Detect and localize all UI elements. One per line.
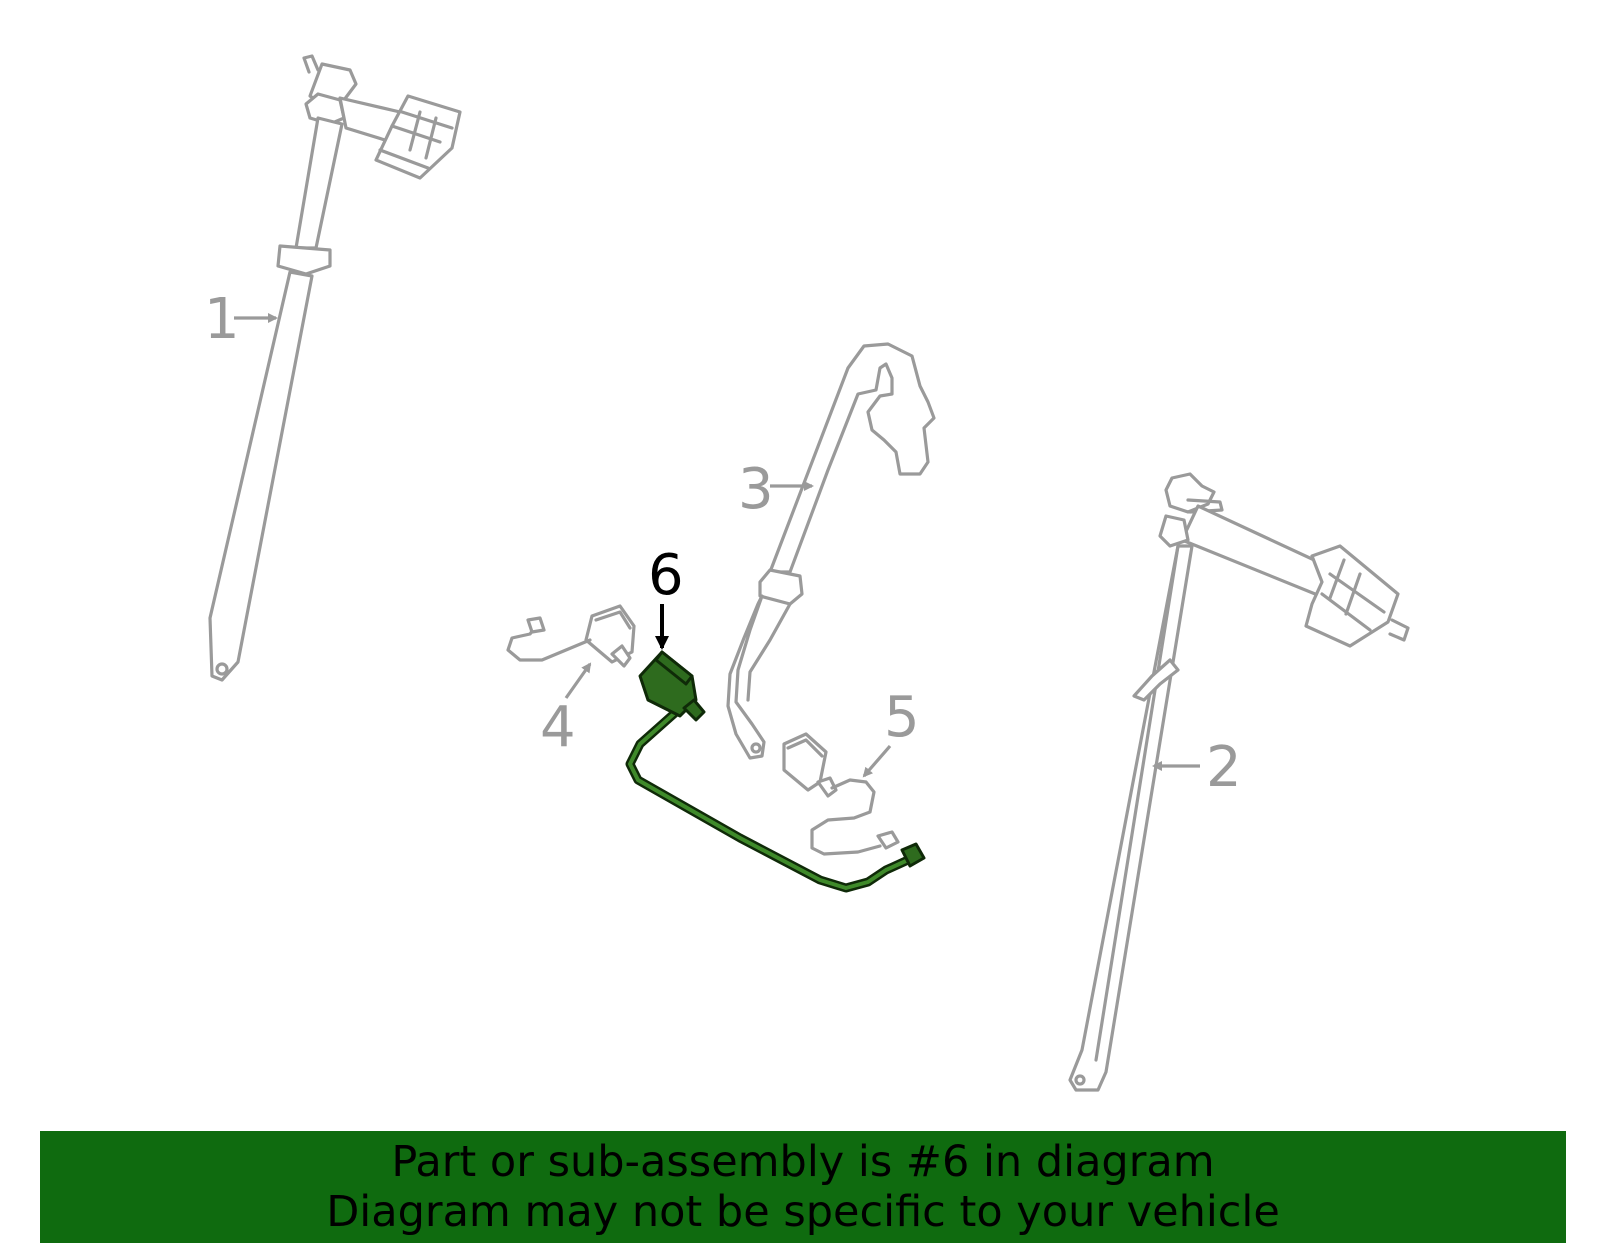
- callout-3-label: 3: [738, 457, 774, 522]
- callout-4-arrow: [564, 662, 592, 699]
- callout-1: 1: [204, 287, 278, 352]
- callout-5: 5: [862, 685, 920, 778]
- part-2-seat-belt[interactable]: [1068, 472, 1410, 1092]
- part-4-buckle[interactable]: [506, 604, 636, 668]
- callout-4: 4: [540, 662, 592, 760]
- callout-2: 2: [1152, 735, 1242, 800]
- callout-3: 3: [738, 457, 814, 522]
- part-6-buckle-highlighted[interactable]: [625, 650, 926, 893]
- callout-5-label: 5: [884, 685, 920, 750]
- callout-5-arrow: [862, 744, 892, 778]
- callout-1-label: 1: [204, 287, 240, 352]
- callout-6-label: 6: [648, 543, 684, 608]
- part-3-seat-belt[interactable]: [726, 342, 936, 760]
- callout-6: 6: [648, 543, 684, 650]
- part-1-seat-belt[interactable]: [208, 54, 462, 682]
- banner-line-1: Part or sub-assembly is #6 in diagram: [391, 1137, 1215, 1187]
- banner-line-2: Diagram may not be specific to your vehi…: [326, 1187, 1280, 1237]
- part-5-buckle[interactable]: [782, 732, 900, 856]
- info-banner: Part or sub-assembly is #6 in diagram Di…: [40, 1131, 1566, 1243]
- callout-4-label: 4: [540, 695, 576, 760]
- callout-2-label: 2: [1206, 735, 1242, 800]
